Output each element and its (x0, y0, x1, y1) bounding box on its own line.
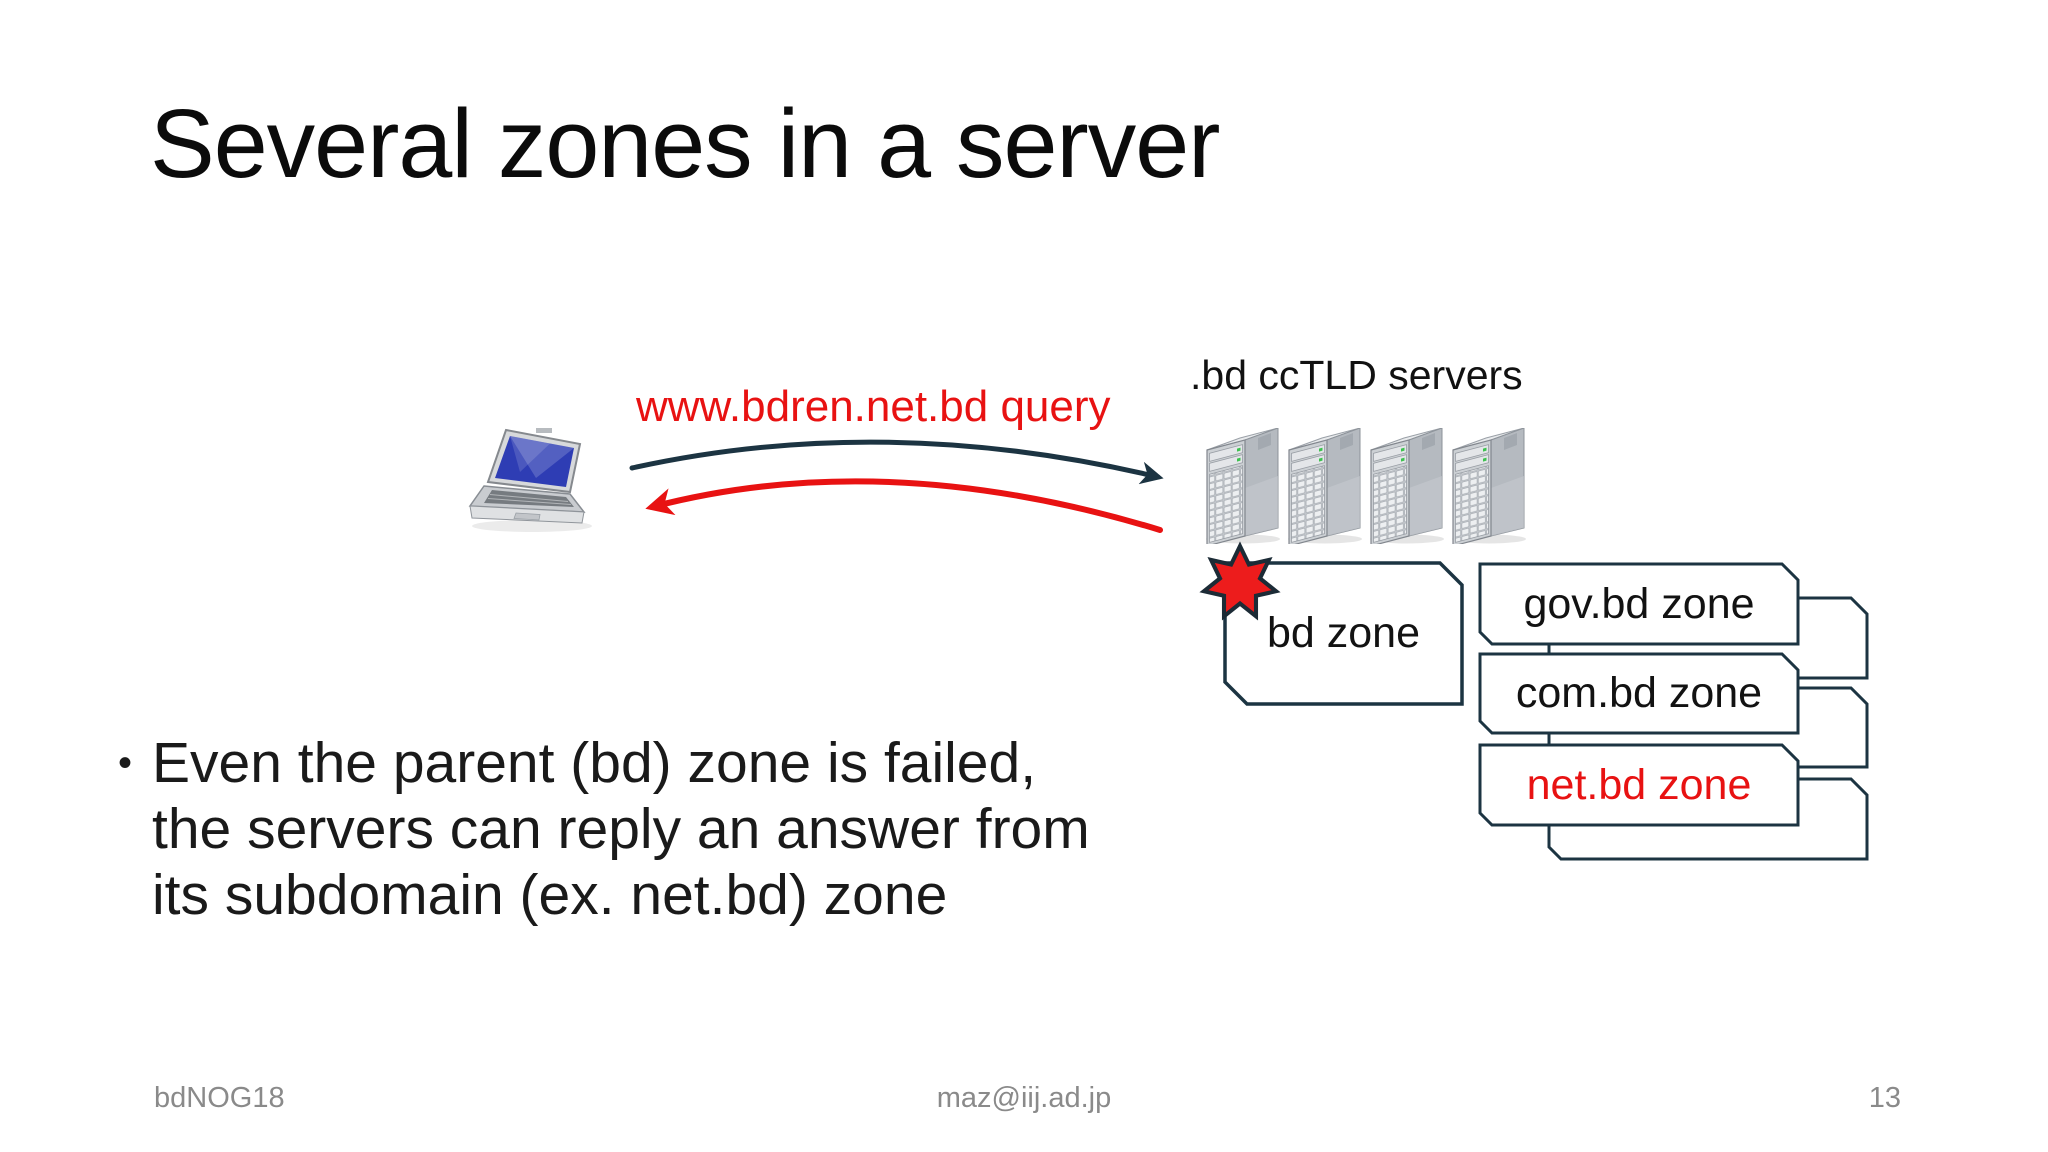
footer-conference: bdNOG18 (154, 1082, 285, 1114)
server-icon (1369, 428, 1445, 544)
footer-page-number: 13 (1868, 1082, 1901, 1114)
laptop-icon (468, 428, 592, 532)
bullet-marker: • (118, 741, 133, 785)
zone-shape-gov (1478, 562, 1800, 646)
zone-shape-com (1478, 652, 1800, 735)
page-title: Several zones in a server (150, 89, 1220, 198)
bullet-text: Even the parent (bd) zone is failed, the… (152, 730, 1090, 928)
zone-shape-net (1478, 743, 1800, 827)
zone-label-gov: gov.bd zone (1523, 579, 1755, 628)
failure-burst-icon (1199, 541, 1281, 621)
server-icon (1287, 428, 1363, 544)
zone-label-net: net.bd zone (1526, 760, 1752, 809)
bullet-line: its subdomain (ex. net.bd) zone (152, 863, 948, 927)
bullet-item: • Even the parent (bd) zone is failed, t… (118, 730, 1318, 928)
bullet-line: the servers can reply an answer from (152, 797, 1090, 861)
zone-label-bd: bd zone (1266, 609, 1421, 657)
zone-shape-bd (1223, 561, 1464, 706)
server-icon (1205, 428, 1281, 544)
footer-email: maz@iij.ad.jp (936, 1082, 1112, 1114)
query-arrow-right (629, 439, 1164, 485)
zone-label-com: com.bd zone (1515, 669, 1763, 717)
server-icon (1451, 428, 1527, 544)
bullet-line: Even the parent (bd) zone is failed, (152, 731, 1037, 795)
reply-arrow-left (645, 478, 1163, 533)
query-label: www.bdren.net.bd query (636, 382, 1111, 431)
cctld-servers-label: .bd ccTLD servers (1190, 352, 1523, 398)
